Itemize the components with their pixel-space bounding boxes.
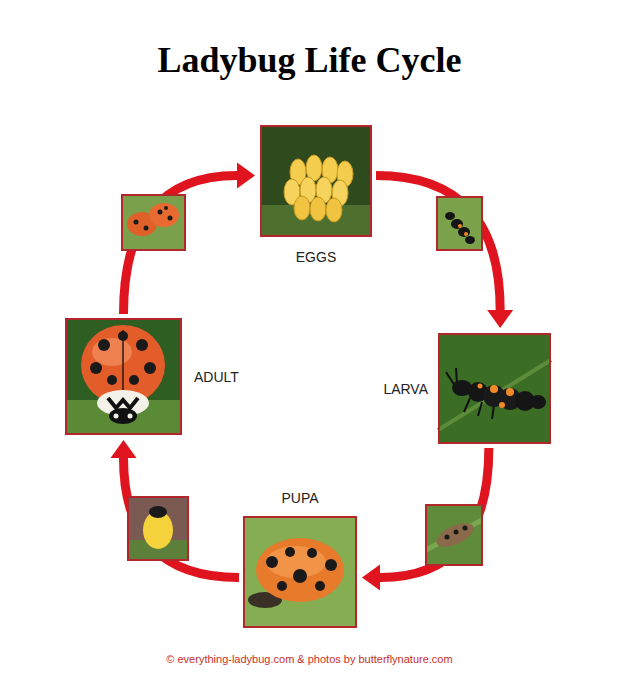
larva-spot [490, 385, 498, 393]
photo-frame [437, 197, 482, 250]
pupa-spot [307, 548, 317, 558]
shell-spot [134, 220, 139, 225]
larva-spot [458, 224, 462, 228]
larva-body [445, 212, 455, 220]
pupa-spot [277, 581, 287, 591]
larva-photo [438, 333, 551, 444]
larva-body [465, 236, 475, 244]
stage-node: LARVA [383, 333, 551, 444]
pupa-spot [445, 535, 450, 540]
leg [478, 402, 482, 416]
leg [464, 398, 470, 412]
photo-frame [122, 195, 185, 250]
arrow-line [376, 175, 500, 310]
arrow-head [487, 310, 513, 328]
adult-photo [65, 318, 182, 435]
photo-ground [65, 318, 182, 435]
larva-spot [464, 232, 468, 236]
shell-spot [90, 362, 102, 374]
prepupa-body [433, 518, 477, 551]
arrow-head [362, 565, 380, 591]
leg [492, 405, 494, 419]
leaf-vein [438, 360, 551, 430]
ladybug-head [109, 408, 137, 424]
shell-spot [98, 339, 110, 351]
stage-node: ADULT [65, 318, 239, 435]
small-photo [122, 195, 185, 250]
stage-node: EGGS [260, 125, 372, 265]
shell-spot [158, 210, 163, 215]
shell-spot [144, 226, 149, 231]
photo-frame [438, 333, 551, 444]
photo-frame [65, 318, 182, 435]
eye-spot [128, 414, 133, 419]
shell-spot [136, 339, 148, 351]
shell-spot [129, 375, 139, 385]
shell-spot [144, 362, 156, 374]
stage-label: PUPA [281, 490, 318, 506]
pupa-body [256, 538, 344, 602]
pronotum-mark [108, 398, 138, 408]
shell-spot [107, 375, 117, 385]
eye-spot [114, 414, 119, 419]
pupa-spot [454, 530, 459, 535]
larva-spot [478, 384, 483, 389]
pupa-spot [325, 559, 337, 571]
pupa-photo [243, 516, 357, 628]
photo-frame [243, 516, 357, 628]
photo-ground [243, 516, 357, 628]
egg [326, 198, 342, 222]
eggs-photo [260, 125, 372, 237]
photo-ground [426, 505, 482, 565]
cycle-arrow [111, 440, 240, 578]
pupa-spot [285, 547, 295, 557]
caption-holder: © everything-ladybug.com & photos by but… [0, 649, 619, 667]
larva-body [451, 219, 463, 229]
pupa-spot [315, 581, 325, 591]
shell-spot [168, 216, 173, 221]
egg [294, 196, 310, 220]
larva-body [530, 395, 546, 409]
arrow-line [380, 448, 489, 578]
pupa-spot [266, 556, 278, 568]
diagram-title: Ladybug Life Cycle [0, 0, 619, 82]
photo-ground [122, 195, 185, 250]
stage-label: ADULT [194, 369, 239, 385]
stage-node: PUPA [243, 490, 357, 628]
photo-ground [438, 333, 551, 444]
stage-label: LARVA [383, 381, 428, 397]
photo-ground [437, 197, 482, 250]
shell-highlight [92, 338, 132, 366]
photo-ground [260, 125, 372, 237]
larva-spot [506, 388, 514, 396]
shell-spot [164, 206, 168, 210]
cycle-arrow [362, 448, 489, 591]
pupa-spot [463, 526, 468, 531]
pupa-spot [293, 569, 307, 583]
cycle-arrow [376, 175, 513, 328]
photo-frame [128, 497, 188, 560]
shell-spot [118, 331, 128, 341]
larva-spot [499, 402, 505, 408]
credit-caption: © everything-ladybug.com & photos by but… [166, 653, 452, 665]
ladybug-head [149, 506, 167, 518]
small-photo [128, 497, 188, 560]
small-photo [437, 197, 482, 250]
photo-ground [128, 497, 188, 560]
arrow-line [124, 458, 240, 578]
ladybug-shell [149, 203, 179, 227]
arrow-head [237, 162, 255, 188]
photo-frame [426, 505, 482, 565]
egg [310, 197, 326, 221]
arrow-head [111, 440, 137, 458]
larva-body [458, 227, 470, 237]
photo-frame [260, 125, 372, 237]
stage-label: EGGS [296, 249, 336, 265]
small-photo [426, 505, 482, 565]
